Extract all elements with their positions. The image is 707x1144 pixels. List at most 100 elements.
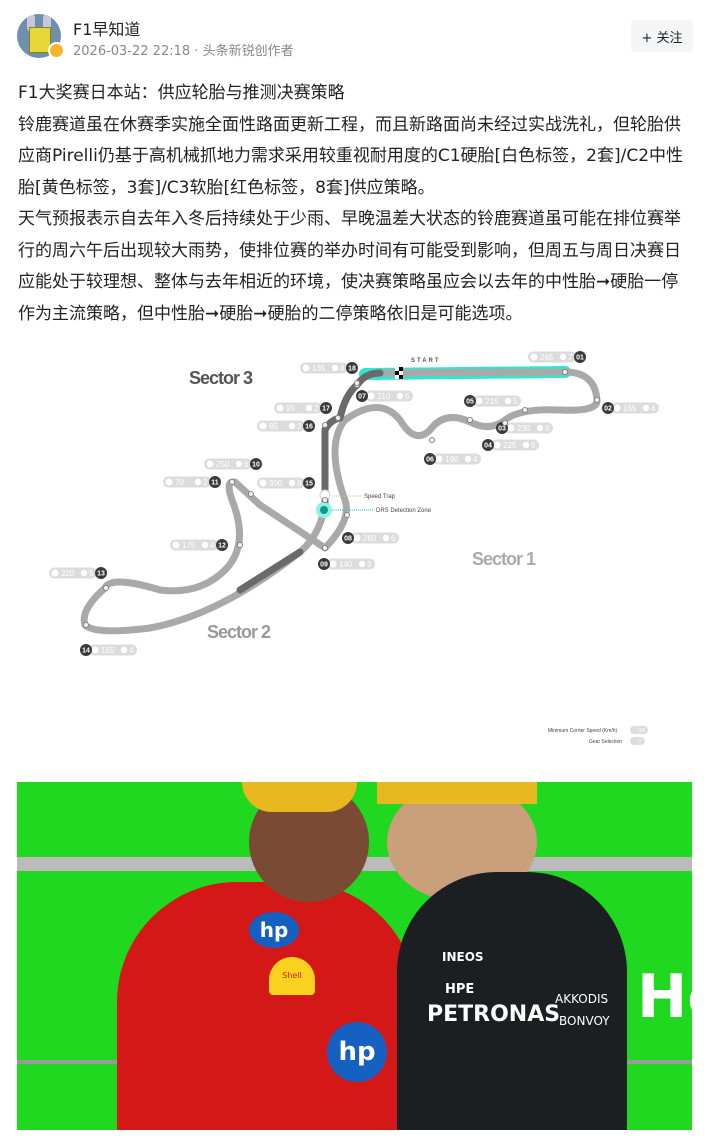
corner-speed: 85 [269, 422, 278, 431]
corner-point [428, 436, 435, 443]
corner-point [321, 421, 328, 428]
speedometer-icon [367, 392, 375, 400]
corner-gear: 5 [405, 392, 410, 401]
corner-speed: 135 [312, 364, 326, 373]
drs-label: DRS Detection Zone [376, 508, 432, 514]
corner-speed: 190 [445, 455, 459, 464]
corner-number: 16 [305, 424, 313, 431]
gear-icon [536, 424, 544, 432]
gear-icon [522, 441, 530, 449]
corner-number-badge [574, 351, 586, 363]
corner-number-badge [342, 532, 354, 544]
corner-number: 13 [97, 571, 105, 578]
corner-number: 14 [82, 648, 90, 655]
article-paragraph: 铃鹿赛道虽在休赛季实施全面性路面更新工程，而且新路面尚未经过实战洗礼，但轮胎供应… [18, 114, 684, 198]
corner-speed: 230 [517, 424, 531, 433]
corner-speed: 140 [339, 560, 353, 569]
creator-badge-icon [48, 42, 65, 59]
corner-label-09: 140 3 09 [318, 558, 375, 570]
corner-number: 08 [344, 536, 352, 543]
speedometer-icon [435, 455, 443, 463]
corner-number-badge [318, 558, 330, 570]
gear-icon [288, 422, 296, 430]
corner-gear: 4 [210, 541, 215, 550]
corner-number: 05 [466, 399, 474, 406]
speedometer-icon [302, 364, 310, 372]
corner-number-badge [250, 458, 262, 470]
fast-section [236, 548, 304, 594]
speedometer-icon [353, 534, 361, 542]
corner-number-badge [216, 539, 228, 551]
ineos-logo: INEOS [442, 950, 484, 964]
corner-number-badge [303, 477, 315, 489]
corner-speed: 250 [216, 460, 230, 469]
corner-point [466, 416, 473, 423]
petronas-logo: PETRONAS [427, 1002, 561, 1027]
corner-number: 09 [320, 562, 328, 569]
article-paragraph: 天气预报表示自去年入冬后持续处于少雨、早晚温差大状态的铃鹿赛道虽可能在排位赛举行… [18, 209, 681, 324]
corner-number-badge [482, 439, 494, 451]
speedometer-icon [613, 404, 621, 412]
corner-gear: 7 [568, 353, 573, 362]
corner-gear: 3 [367, 560, 372, 569]
corner-number: 11 [211, 480, 219, 487]
author-name[interactable]: F1早知道 [73, 20, 141, 39]
avatar-ear [43, 14, 51, 32]
podium-photo: hp hp Shell PETRONAS HPE INEOS AKKODIS B… [17, 782, 692, 1130]
corner-gear: 2 [203, 478, 208, 487]
corner-point [562, 368, 569, 375]
legend-gear-sample: 3 [638, 739, 641, 745]
avatar[interactable] [17, 14, 61, 58]
corner-number-badge [303, 420, 315, 432]
corner-speed: 225 [503, 441, 517, 450]
speedometer-icon [91, 646, 99, 654]
corner-number: 04 [484, 443, 492, 450]
corner-gear: 2 [314, 404, 319, 413]
speedometer-icon [493, 441, 501, 449]
corner-number-badge [602, 402, 614, 414]
corner-speed: 215 [485, 397, 499, 406]
corner-gear: 5 [513, 397, 518, 406]
post-date: 2026-03-22 22:18 [73, 44, 191, 59]
gear-icon [80, 569, 88, 577]
meta-separator: · [194, 44, 199, 59]
corner-gear: 6 [244, 460, 249, 469]
speedometer-icon [475, 397, 483, 405]
gear-icon [194, 478, 202, 486]
akkodis-logo: AKKODIS [555, 992, 609, 1006]
hp-logo-large: hp [327, 1022, 387, 1082]
legend-speed-label: Minimum Corner Speed (Km/h) [548, 728, 618, 734]
corner-number: 10 [252, 462, 260, 469]
legend-gear-label: Gear Selection [589, 739, 622, 745]
corner-number-badge [464, 395, 476, 407]
gear-icon [331, 364, 339, 372]
gear-icon [464, 455, 472, 463]
corner-point [247, 490, 254, 497]
corner-speed: 220 [61, 569, 75, 578]
corner-speed: 95 [286, 404, 295, 413]
gear-icon [642, 404, 650, 412]
speedometer-icon [172, 541, 180, 549]
hp-logo: hp [249, 912, 299, 948]
corner-point [103, 585, 110, 592]
corner-speed: 175 [182, 541, 196, 550]
legend-speed-pill [630, 726, 648, 734]
corner-point [83, 622, 90, 629]
gear-icon [396, 392, 404, 400]
corner-speed: 155 [101, 646, 115, 655]
follow-button[interactable]: + 关注 [631, 20, 693, 52]
speedometer-icon [530, 353, 538, 361]
post-meta: 2026-03-22 22:18 · 头条新锐创作者 [73, 40, 294, 59]
bonvoy-logo: BONVOY [559, 1014, 610, 1028]
corner-number: 03 [498, 426, 506, 433]
speedometer-icon [165, 478, 173, 486]
corner-gear: 4 [129, 646, 134, 655]
avatar-ear [27, 14, 35, 32]
gear-icon [305, 404, 313, 412]
